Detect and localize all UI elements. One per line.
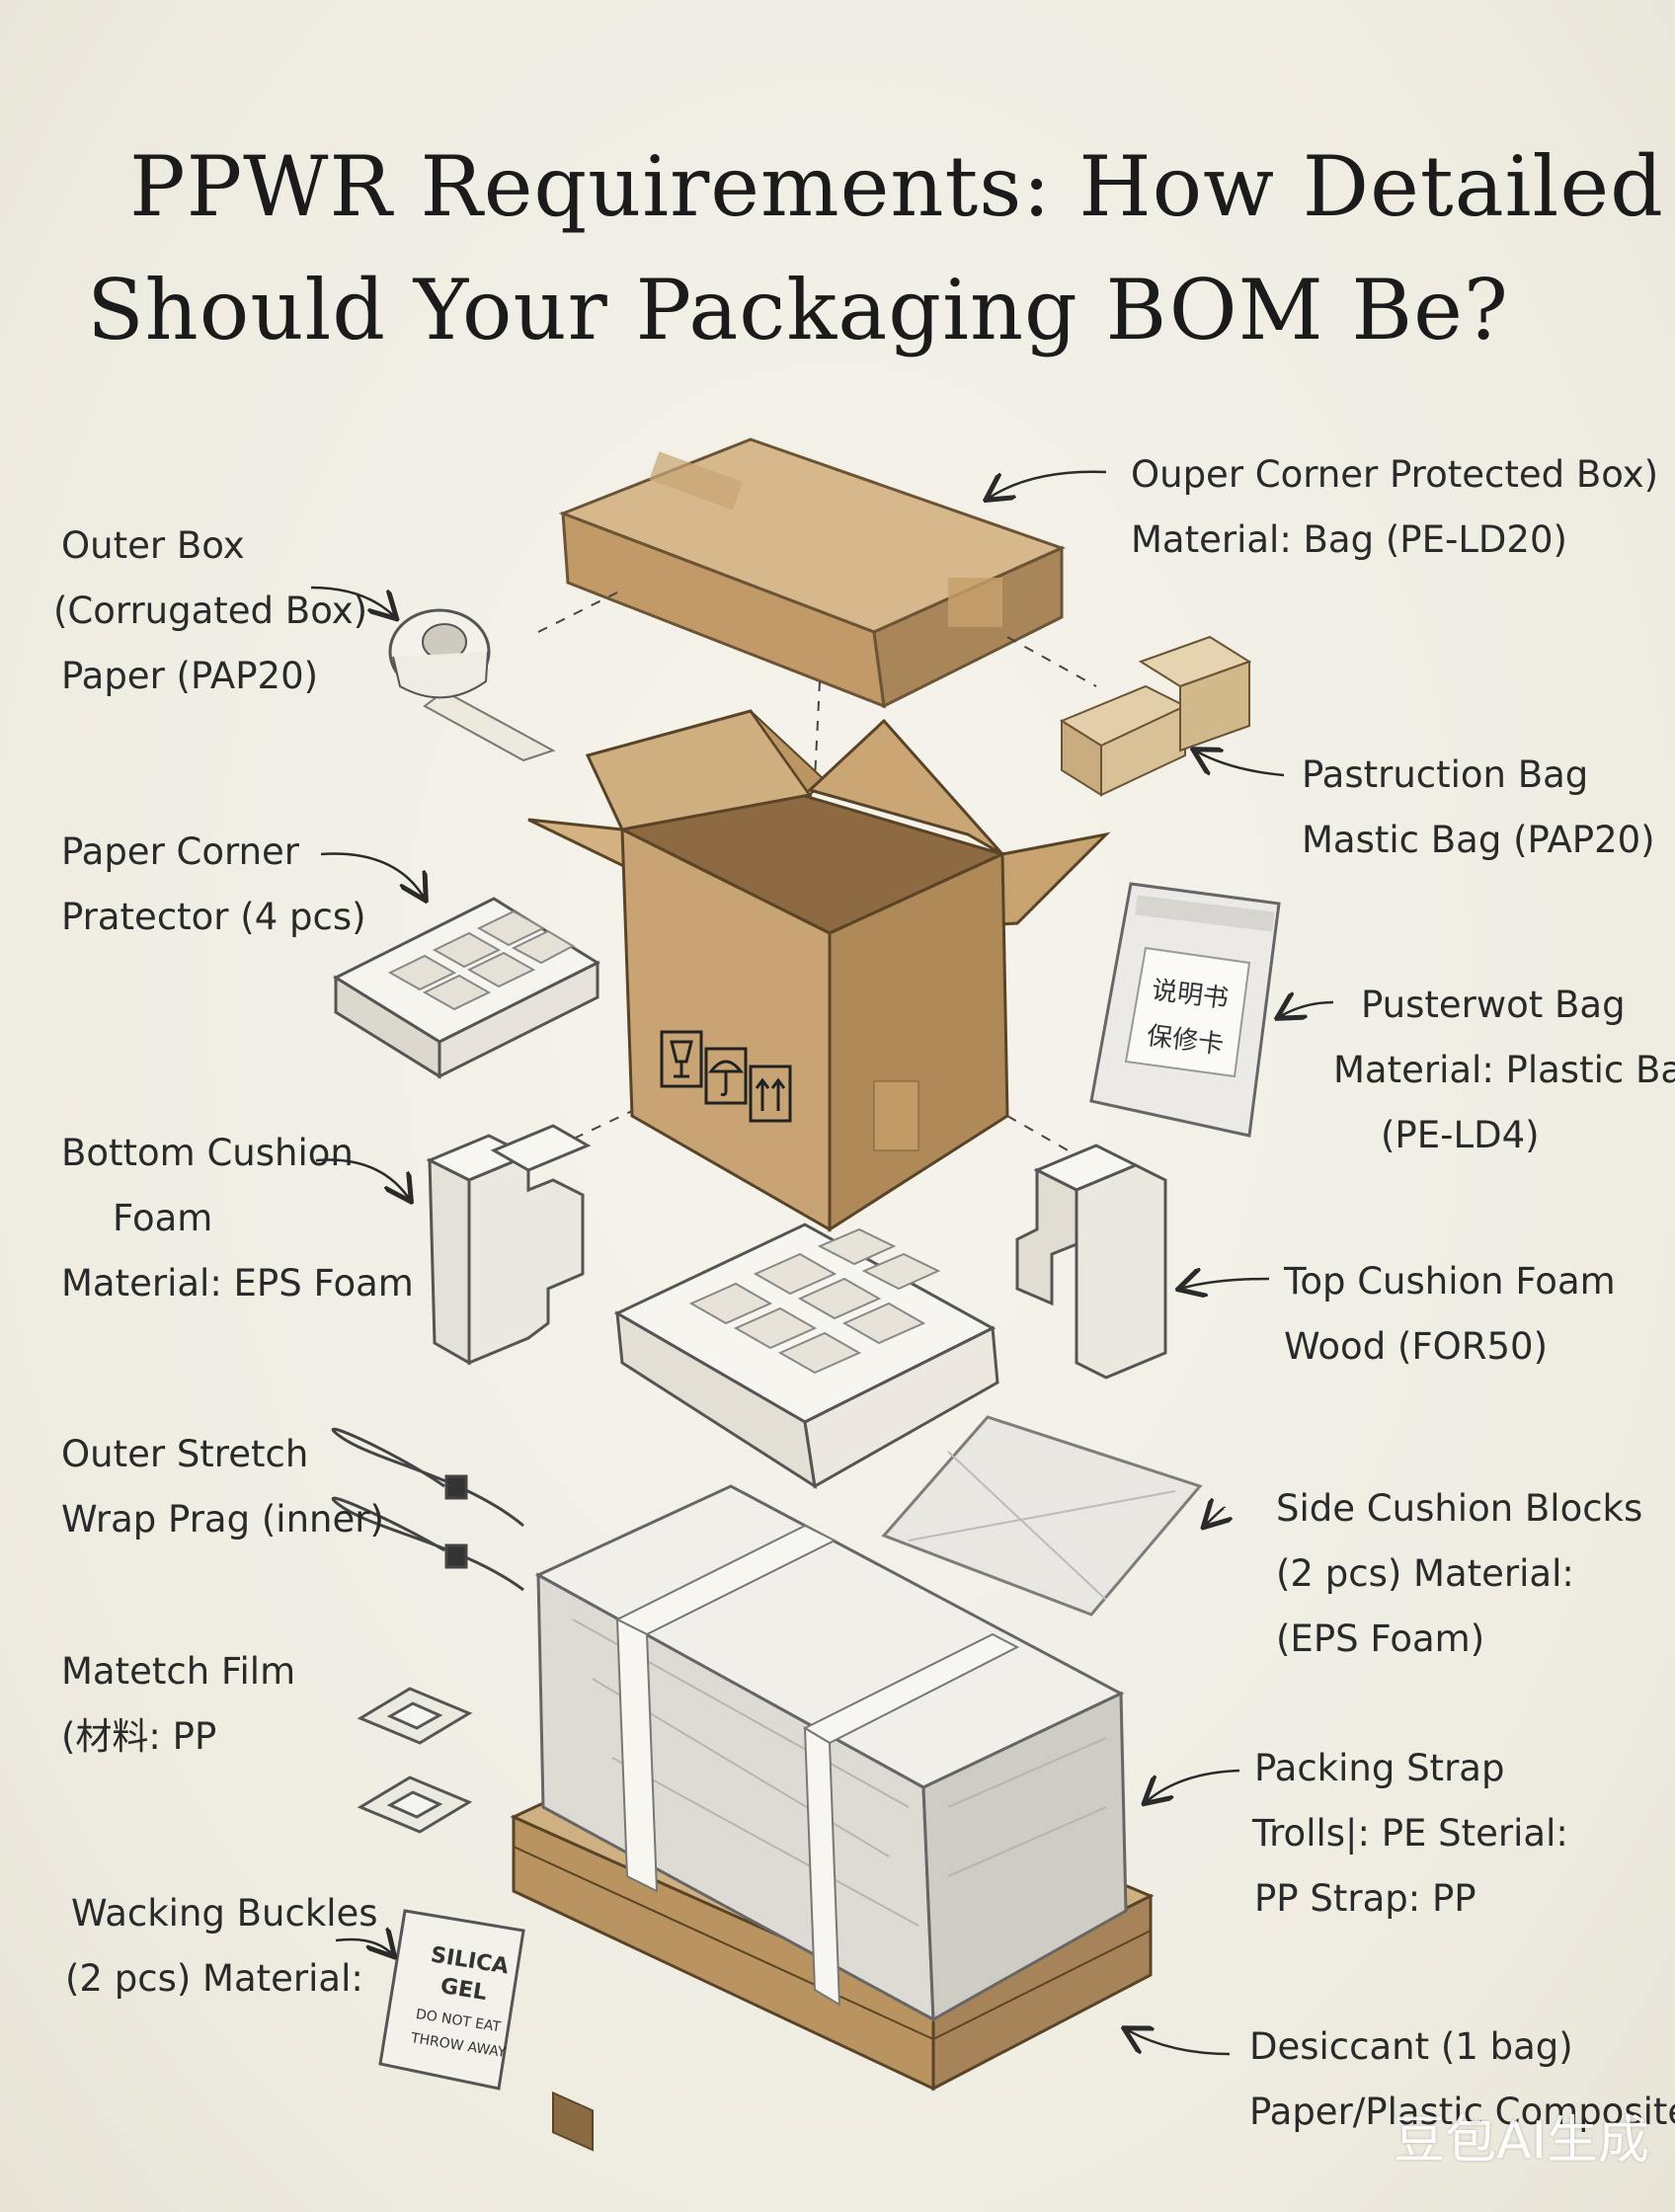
label-line: Paper (PAP20) <box>61 655 319 697</box>
tape-roll <box>388 608 556 762</box>
wooden-corner-blocks <box>1059 635 1252 797</box>
label-bottom-cushion: Bottom Cushion Foam Material: EPS Foam <box>61 1121 414 1316</box>
label-side-cushion: Side Cushion Blocks (2 pcs) Material: (E… <box>1276 1476 1642 1672</box>
title-line-1: PPWR Requirements: How Detailed <box>129 138 1664 235</box>
label-line: Pusterwot Bag <box>1361 984 1626 1026</box>
label-line: Wacking Buckles <box>71 1892 378 1935</box>
label-line: PP Strap: PP <box>1254 1877 1476 1920</box>
packing-straps <box>614 1524 1020 2007</box>
title-line-2: Should Your Packaging BOM Be? <box>87 262 1509 358</box>
label-line: Trolls|: PE Sterial: <box>1252 1812 1568 1855</box>
corner-protector-tray <box>332 897 601 1079</box>
label-top-cushion: Top Cushion Foam Wood (FOR50) <box>1284 1249 1616 1380</box>
label-line: (2 pcs) Material: <box>65 1957 363 2000</box>
desiccant-sachet: SILICA GEL DO NOT EAT THROW AWAY <box>378 1909 525 2091</box>
arrow-bottom-cushion <box>315 1158 410 1201</box>
label-wacking-buckles: Wacking Buckles (2 pcs) Material: <box>65 1881 378 2012</box>
label-line: Paper Corner <box>61 830 300 873</box>
top-cushion-foam <box>1015 1144 1167 1380</box>
wrapped-package <box>534 1484 1128 2022</box>
label-line: Pastruction Bag <box>1302 753 1589 796</box>
label-line: Material: Plastic Bag <box>1333 1049 1675 1091</box>
watermark: 豆包AI生成 <box>1394 2111 1649 2171</box>
label-pastruction-bag: Pastruction Bag Mastic Bag (PAP20) <box>1302 743 1655 873</box>
fragile-glass-icon <box>660 1030 703 1088</box>
label-line: Pratector (4 pcs) <box>61 896 366 938</box>
plastic-document-bag: 说明书 保修卡 <box>1089 882 1281 1138</box>
arrow-packing-strap <box>1146 1769 1240 1802</box>
arrow-desiccant <box>1126 2029 1231 2056</box>
label-desiccant: Desiccant (1 bag) Paper/Plastic Composit… <box>1249 2014 1675 2145</box>
label-line: Matetch Film <box>61 1650 296 1693</box>
label-line: Side Cushion Blocks <box>1276 1487 1643 1530</box>
label-line: (Corrugated Box) <box>53 590 368 632</box>
label-line: (2 pcs) Material: <box>1276 1552 1574 1595</box>
label-line: Foam <box>113 1197 213 1239</box>
arrow-pastruction-bag <box>1195 750 1285 777</box>
handling-symbols <box>660 1030 792 1123</box>
keep-dry-umbrella-icon <box>704 1047 748 1105</box>
label-line: (EPS Foam) <box>1276 1618 1485 1660</box>
open-cardboard-box <box>527 709 1111 1232</box>
stretch-film-sheet <box>881 1415 1203 1617</box>
label-line: Paper/Plastic Composite <box>1249 2091 1675 2133</box>
arrow-paper-corner <box>320 852 425 899</box>
arrow-ouper-corner <box>988 470 1107 499</box>
arrow-pusterwot-bag <box>1279 1002 1334 1017</box>
foam-tray <box>613 1223 999 1490</box>
label-outer-stretch: Outer Stretch Wrap Prag (inner) <box>61 1422 384 1552</box>
label-line: Wrap Prag (inner) <box>61 1498 384 1540</box>
label-ouper-corner: Ouper Corner Protected Box) Material: Ba… <box>1131 442 1658 573</box>
label-line: (材料: PP <box>61 1715 217 1758</box>
packing-buckles <box>357 1687 473 1834</box>
bottom-cushion-foam <box>426 1124 592 1366</box>
label-line: (PE-LD4) <box>1381 1114 1540 1156</box>
callout-arrows <box>310 470 1334 2056</box>
label-line: Material: EPS Foam <box>61 1262 414 1304</box>
label-line: Packing Strap <box>1254 1747 1505 1789</box>
arrow-side-cushion <box>1205 1508 1225 1526</box>
label-line: Bottom Cushion <box>61 1132 354 1174</box>
this-way-up-arrows-icon <box>749 1065 792 1123</box>
label-line: Wood (FOR50) <box>1284 1325 1549 1368</box>
stretch-wrap-loops <box>331 1427 524 1592</box>
label-line: Outer Box <box>61 524 245 567</box>
arrow-outer-box <box>310 586 395 617</box>
label-paper-corner: Paper Corner Pratector (4 pcs) <box>61 820 366 950</box>
label-packing-strap: Packing Strap Trolls|: PE Sterial: PP St… <box>1252 1736 1568 1932</box>
label-matetch-film: Matetch Film (材料: PP <box>61 1639 295 1770</box>
arrow-wacking-buckles <box>335 1939 393 1955</box>
label-line: Ouper Corner Protected Box) <box>1131 453 1659 496</box>
flat-box-lid <box>558 437 1067 709</box>
label-pusterwot-bag: Pusterwot Bag Material: Plastic Bag (PE-… <box>1333 973 1675 1168</box>
label-outer-box: Outer Box (Corrugated Box) Paper (PAP20) <box>53 514 367 709</box>
label-line: Desiccant (1 bag) <box>1249 2025 1573 2068</box>
label-line: Material: Bag (PE-LD20) <box>1131 518 1567 561</box>
guide-lines <box>537 592 1097 1156</box>
label-line: Outer Stretch <box>61 1433 309 1475</box>
label-line: Top Cushion Foam <box>1284 1260 1616 1303</box>
arrow-top-cushion <box>1180 1279 1270 1289</box>
label-line: Mastic Bag (PAP20) <box>1302 819 1655 861</box>
